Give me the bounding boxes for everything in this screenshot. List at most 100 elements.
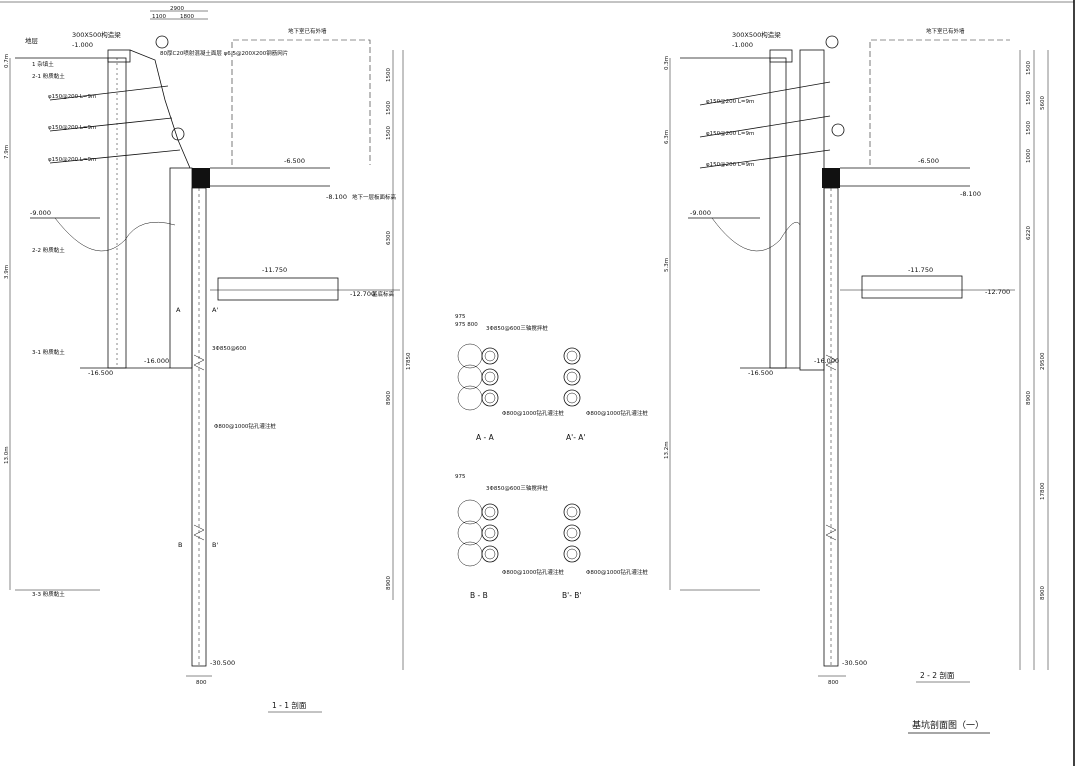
detail-bprime-note: Φ800@1000钻孔灌注桩	[586, 568, 648, 576]
rdim-2-6: 6220	[1026, 226, 1032, 240]
detail-b-prime: Φ800@1000钻孔灌注桩 B'- B'	[562, 503, 648, 600]
section-2-2: 300X500构造梁 -1.000 φ150@200 L=9m φ150@200…	[664, 27, 1049, 686]
soil-layer-title: 地层	[25, 36, 39, 45]
section-title-2: 2 - 2 剖面	[920, 670, 955, 680]
sheet-title: 基坑剖面图（一）	[912, 719, 984, 731]
building-label-2: 地下室已有外墙	[926, 27, 965, 35]
soil-2: 2-1 粉质黏土	[32, 72, 65, 80]
rdim-2-9: 17800	[1040, 482, 1046, 500]
detail-bprime-title: B'- B'	[562, 591, 582, 600]
rdim-2-4: 1000	[1026, 149, 1032, 163]
cap-level-2: -1.000	[732, 41, 753, 49]
rdim-2: 1500	[386, 101, 392, 115]
top-dim-3: 1800	[180, 14, 194, 20]
layer-depth-4: 13.0m	[4, 446, 10, 464]
layer-depth-2-1: 0.3m	[664, 56, 670, 70]
existing-basement-2	[869, 39, 1010, 165]
section-1-1: 2900 1100 1800 300X500构造梁 -1.000 地层 φ150…	[4, 6, 412, 713]
level-2-16000: -16.000	[814, 357, 839, 365]
soil-3: 2-2 粉质黏土	[32, 246, 65, 254]
layer-depth-2: 7.9m	[4, 145, 10, 159]
rdim-2-1: 1500	[1026, 61, 1032, 75]
detail-a-prime: Φ800@1000钻孔灌注桩 A'- A'	[563, 347, 648, 442]
level-16500: -16.500	[88, 369, 113, 377]
shotcrete-note: 80厚C20喷射混凝土面层 φ6.5@200X200钢筋网片	[160, 49, 288, 57]
layer-depth-2-3: 5.3m	[664, 258, 670, 272]
base-slab	[217, 277, 339, 301]
detail-callout-1	[155, 35, 169, 49]
soil-1: 1 杂填土	[32, 60, 54, 68]
anchor-label-2-1: φ150@200 L=9m	[706, 99, 754, 105]
level-2-6500: -6.500	[918, 157, 939, 165]
base-slab-2	[861, 275, 963, 299]
bored-pile	[191, 187, 207, 667]
level-2-16500: -16.500	[748, 369, 773, 377]
level-2-11750: -11.750	[908, 266, 933, 274]
level-note-1: 地下一层板面标高	[352, 193, 397, 201]
detail-callout-2	[171, 127, 185, 141]
level-9000: -9.000	[30, 209, 51, 217]
wall-label-2: 300X500构造梁	[732, 30, 781, 39]
pile-details: 975 975 800 3Φ850@600三轴搅拌桩 Φ800@1000钻孔灌注…	[455, 314, 648, 600]
rdim-1: 1500	[386, 68, 392, 82]
level-2-9000: -9.000	[690, 209, 711, 217]
top-dim-2: 1100	[152, 14, 166, 20]
detail-aprime-title: A'- A'	[566, 433, 585, 442]
anchor-2	[49, 117, 173, 132]
level-8100: -8.100	[326, 193, 347, 201]
building-label: 地下室已有外墙	[288, 27, 327, 35]
section-title-1: 1 - 1 剖面	[272, 700, 307, 710]
anchor-label-3: φ150@200 L=9m	[48, 157, 96, 163]
rdim-2-10: 8900	[1040, 586, 1046, 600]
soil-5: 3-3 粉质黏土	[32, 590, 65, 598]
excavation-slope	[129, 49, 191, 169]
level-2-8100: -8.100	[960, 190, 981, 198]
level-6500: -6.500	[284, 157, 305, 165]
layer-depth-2-4: 13.2m	[664, 441, 670, 459]
level-16000: -16.000	[144, 357, 169, 365]
pile-width: 800	[196, 680, 207, 686]
detail-a-note: Φ800@1000钻孔灌注桩	[502, 409, 564, 417]
rdim-2-3: 1500	[1026, 121, 1032, 135]
level-2-12700: -12.700	[985, 288, 1010, 296]
mid-dim-2: 975 800	[455, 322, 478, 328]
existing-basement	[231, 39, 371, 165]
anchor-label-2: φ150@200 L=9m	[48, 125, 96, 131]
level-30500: -30.500	[210, 659, 235, 667]
mark-b: B	[178, 541, 182, 549]
soil-block	[169, 167, 193, 369]
cap-level: -1.000	[72, 41, 93, 49]
pile-note-1: 3Φ850@600	[212, 346, 247, 352]
soil-4: 3-1 粉质黏土	[32, 348, 65, 356]
detail-b-note: Φ800@1000钻孔灌注桩	[502, 568, 564, 576]
mid-dim-1: 975	[455, 314, 466, 320]
pile-note-2: Φ800@1000钻孔灌注桩	[214, 422, 276, 430]
wall-label: 300X500构造梁	[72, 30, 121, 39]
crown-beam	[192, 168, 210, 188]
level-2-30500: -30.500	[842, 659, 867, 667]
rdim-2-5: 5600	[1040, 96, 1046, 110]
level-11750: -11.750	[262, 266, 287, 274]
detail-a-title: A - A	[476, 433, 495, 442]
mark-b-prime: B'	[212, 541, 218, 549]
rdim-2-8: 29500	[1040, 352, 1046, 370]
detail-a-a: Φ800@1000钻孔灌注桩 A - A	[457, 343, 564, 442]
layer-depth-3: 3.9m	[4, 265, 10, 279]
anchor-label-2-2: φ150@200 L=9m	[706, 131, 754, 137]
detail-b-title: B - B	[470, 591, 488, 600]
rdim-6: 17850	[406, 352, 412, 370]
anchor-1	[49, 85, 169, 101]
soil-block-2	[799, 49, 825, 371]
mark-a-prime: A'	[212, 306, 218, 314]
detail-aprime-note: Φ800@1000钻孔灌注桩	[586, 409, 648, 417]
level-12700: -12.700	[350, 290, 375, 298]
rdim-2-7: 8900	[1026, 391, 1032, 405]
rdim-2-2: 1500	[1026, 91, 1032, 105]
pile-width-2: 800	[828, 680, 839, 686]
anchor-3	[49, 149, 181, 164]
layer-depth-2-2: 6.3m	[664, 130, 670, 144]
rdim-5: 8900	[386, 391, 392, 405]
mark-a: A	[176, 306, 181, 314]
